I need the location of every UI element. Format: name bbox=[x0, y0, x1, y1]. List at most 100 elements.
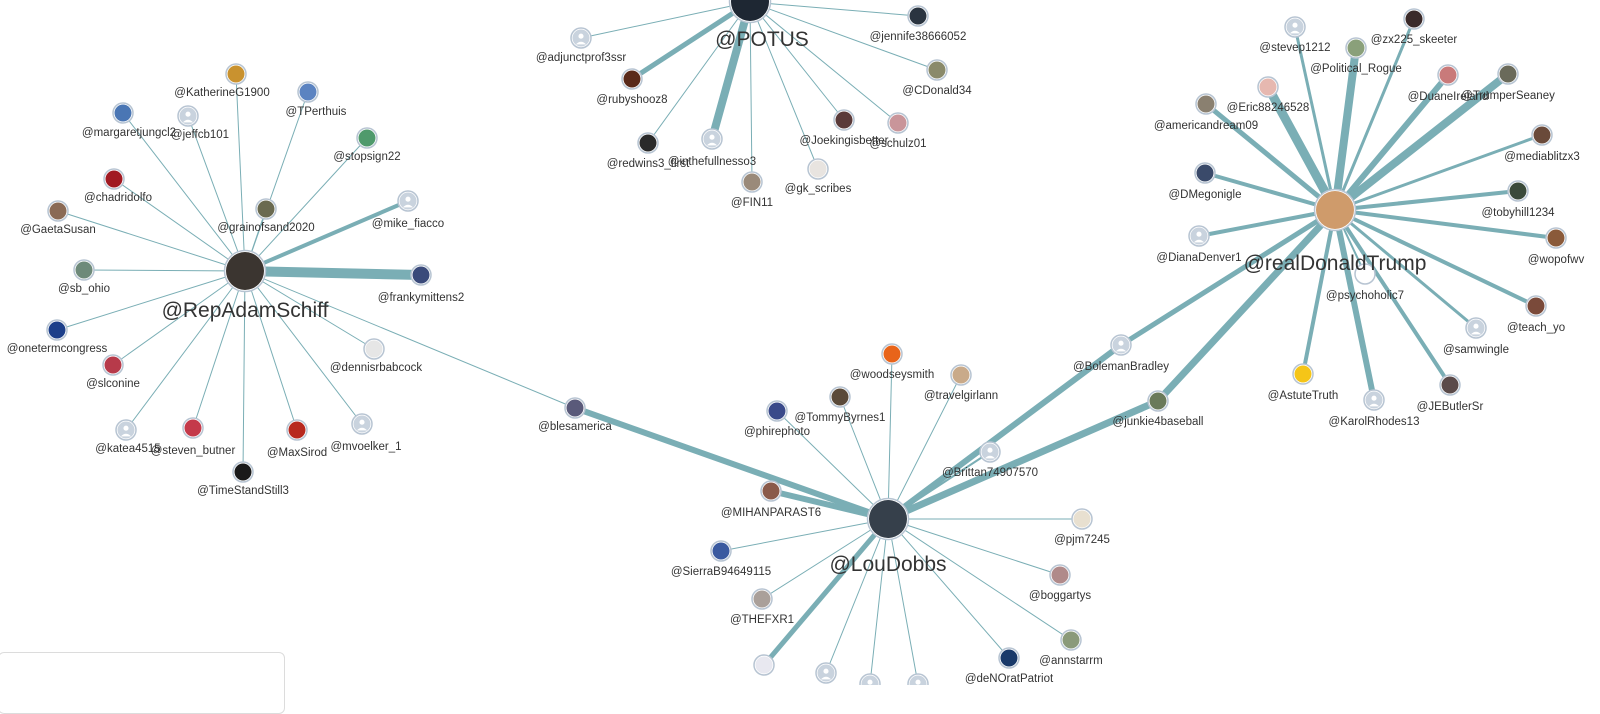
avatar-icon bbox=[1356, 265, 1374, 283]
user-node-frankymittens[interactable] bbox=[410, 264, 432, 286]
user-node-gaetasusan[interactable] bbox=[47, 200, 69, 222]
edge-dobbs-boleman bbox=[885, 342, 1124, 522]
avatar-icon bbox=[835, 111, 853, 129]
avatar-icon bbox=[104, 356, 122, 374]
network-graph[interactable]: @KatherineG1900@TPerthuis@margaretjungcl… bbox=[0, 0, 1600, 685]
user-node-stevep[interactable] bbox=[1284, 16, 1306, 38]
user-node-margaret[interactable] bbox=[112, 102, 134, 124]
user-node-chadri[interactable] bbox=[103, 168, 125, 190]
user-node-american[interactable] bbox=[1195, 93, 1217, 115]
user-node-rubyshooz[interactable] bbox=[621, 68, 643, 90]
user-node-political[interactable] bbox=[1345, 37, 1367, 59]
avatar-icon bbox=[1062, 631, 1080, 649]
user-node-duane[interactable] bbox=[1437, 64, 1459, 86]
avatar-icon bbox=[114, 104, 132, 122]
user-node-brittan[interactable] bbox=[979, 441, 1001, 463]
user-node-trumper[interactable] bbox=[1497, 63, 1519, 85]
user-label-wopofwv: @wopofwv bbox=[1528, 254, 1585, 266]
user-node-blesamerica[interactable] bbox=[564, 397, 586, 419]
user-node-bottom2[interactable] bbox=[815, 662, 837, 684]
user-node-teachyo[interactable] bbox=[1525, 295, 1547, 317]
user-node-dmegonigle[interactable] bbox=[1194, 162, 1216, 184]
user-node-bottom1[interactable] bbox=[753, 654, 775, 676]
hub-node-potus[interactable] bbox=[728, 0, 772, 24]
user-node-astutetruth[interactable] bbox=[1292, 363, 1314, 385]
user-node-dennisrb[interactable] bbox=[363, 338, 385, 360]
user-node-mihan[interactable] bbox=[760, 480, 782, 502]
user-node-mvoelker[interactable] bbox=[351, 413, 373, 435]
user-node-junkie[interactable] bbox=[1147, 390, 1169, 412]
user-node-tperthuis[interactable] bbox=[297, 81, 319, 103]
user-label-sbohio: @sb_ohio bbox=[58, 283, 110, 295]
edge-dobbs-annstarrm bbox=[887, 518, 1072, 641]
user-node-woodsey[interactable] bbox=[881, 343, 903, 365]
user-node-karol[interactable] bbox=[1363, 389, 1385, 411]
edge-potus-schulz bbox=[749, 1, 899, 124]
user-node-katea[interactable] bbox=[115, 419, 137, 441]
user-node-pjm[interactable] bbox=[1071, 508, 1093, 530]
user-node-joeking[interactable] bbox=[833, 109, 855, 131]
user-node-schulz[interactable] bbox=[887, 112, 909, 134]
user-label-political: @Political_Rogue bbox=[1310, 63, 1402, 75]
hub-node-trump[interactable] bbox=[1313, 188, 1357, 232]
edge-dobbs-sierra bbox=[720, 518, 889, 552]
user-node-jennife[interactable] bbox=[907, 5, 929, 27]
user-label-jeffcb: @jeffcb101 bbox=[171, 129, 229, 141]
user-node-psychoholic[interactable] bbox=[1354, 263, 1376, 285]
user-node-samwingle[interactable] bbox=[1465, 317, 1487, 339]
hub-label-trump: @realDonaldTrump bbox=[1244, 252, 1427, 275]
user-node-thefxr[interactable] bbox=[751, 588, 773, 610]
user-node-denorat[interactable] bbox=[998, 647, 1020, 669]
user-node-dianadenver[interactable] bbox=[1188, 225, 1210, 247]
user-node-mikefiacco[interactable] bbox=[397, 190, 419, 212]
user-label-stevep: @stevep1212 bbox=[1259, 42, 1330, 54]
user-node-timestand[interactable] bbox=[232, 461, 254, 483]
user-node-phirephoto[interactable] bbox=[766, 400, 788, 422]
hub-node-schiff[interactable] bbox=[223, 249, 267, 293]
user-node-eric[interactable] bbox=[1257, 76, 1279, 98]
user-node-maxsirod[interactable] bbox=[286, 419, 308, 441]
control-panel[interactable] bbox=[0, 652, 285, 714]
user-node-jebutler[interactable] bbox=[1439, 374, 1461, 396]
edge-trump-stevep bbox=[1293, 25, 1337, 212]
user-node-katherine[interactable] bbox=[225, 63, 247, 85]
user-node-zx225[interactable] bbox=[1403, 8, 1425, 30]
user-node-slconine[interactable] bbox=[102, 354, 124, 376]
user-node-cdonald[interactable] bbox=[926, 59, 948, 81]
user-node-tommy[interactable] bbox=[829, 386, 851, 408]
user-node-sbohio[interactable] bbox=[73, 259, 95, 281]
user-node-stevenbutner[interactable] bbox=[182, 417, 204, 439]
user-node-redwins[interactable] bbox=[637, 132, 659, 154]
user-node-wopofwv[interactable] bbox=[1545, 227, 1567, 249]
user-node-stopsign[interactable] bbox=[356, 127, 378, 149]
user-node-gkscribes[interactable] bbox=[807, 158, 829, 180]
user-node-sierra[interactable] bbox=[710, 540, 732, 562]
user-node-fin[interactable] bbox=[741, 171, 763, 193]
user-label-timestand: @TimeStandStill3 bbox=[197, 485, 289, 497]
user-label-margaret: @margaretjungcl2 bbox=[82, 127, 176, 139]
user-node-boleman[interactable] bbox=[1110, 334, 1132, 356]
avatar-icon bbox=[1527, 297, 1545, 315]
user-node-tobyhill[interactable] bbox=[1507, 180, 1529, 202]
avatar-icon bbox=[1405, 10, 1423, 28]
user-node-grainofsand[interactable] bbox=[255, 198, 277, 220]
user-node-travelgirl[interactable] bbox=[950, 364, 972, 386]
user-node-jeffcb[interactable] bbox=[177, 105, 199, 127]
user-label-cdonald: @CDonald34 bbox=[902, 85, 972, 97]
user-node-onetermcongress[interactable] bbox=[46, 319, 68, 341]
user-label-katherine: @KatherineG1900 bbox=[174, 87, 269, 99]
edge-schiff-timestand bbox=[242, 270, 246, 473]
avatar-icon bbox=[1259, 78, 1277, 96]
user-node-mediablitz[interactable] bbox=[1531, 124, 1553, 146]
hub-node-dobbs[interactable] bbox=[866, 497, 910, 541]
user-node-boggartys[interactable] bbox=[1049, 564, 1071, 586]
avatar-icon bbox=[227, 65, 245, 83]
user-node-bottom4[interactable] bbox=[907, 673, 929, 685]
user-node-adjunct[interactable] bbox=[570, 27, 592, 49]
edge-trump-eric bbox=[1263, 82, 1340, 215]
user-node-inthefullness[interactable] bbox=[701, 128, 723, 150]
edge-schiff-slconine bbox=[112, 270, 246, 366]
user-node-bottom3[interactable] bbox=[859, 673, 881, 685]
user-node-annstarrm[interactable] bbox=[1060, 629, 1082, 651]
edge-schiff-maxsirod bbox=[244, 270, 298, 431]
